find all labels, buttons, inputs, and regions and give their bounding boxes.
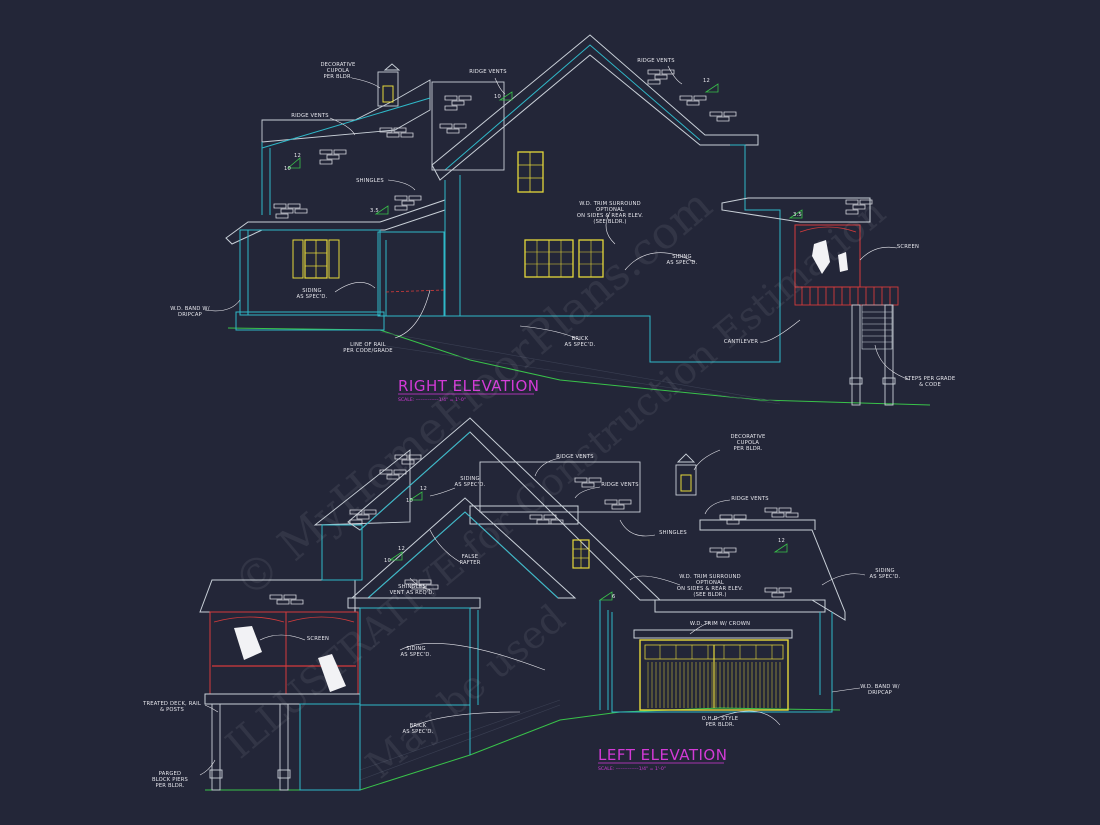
pitch-label: 10 [494,94,501,100]
left-screen-glare [234,626,262,660]
right-shuttered-window [292,239,340,279]
left-garage-roof [655,519,846,621]
left-foundation [359,705,471,790]
left-ridge-box [479,461,641,513]
left-garage-eave [654,599,826,613]
note-ridge-vents: RIDGE VENTS [601,482,638,488]
left-lower-wall [299,703,361,791]
pitch-label: 12 [703,78,710,84]
note-ridge-vents: RIDGE VENTS [291,113,328,119]
note-band-dripcap: W.D. BAND W/DRIPCAP [170,306,209,318]
left-mid-band [469,505,579,525]
note-ridge-vents: RIDGE VENTS [469,69,506,75]
pitch-label: 10 [384,558,391,564]
right-leaders [204,65,911,381]
right-brick-hatches [273,69,873,219]
note-shingles: SHINGLES [659,530,687,536]
left-elevation-title: LEFT ELEVATION [598,746,727,764]
right-left-porch-base [235,311,385,331]
pitch-label: 6 [612,594,616,600]
right-cupola [377,63,401,107]
left-pitch-markers [388,491,788,601]
note-ridge-vents: RIDGE VENTS [637,58,674,64]
left-garage-wall [611,612,833,713]
right-screen-porch-roof [721,197,871,223]
note-cantilever: CANTILEVER [724,339,759,345]
pitch-label: 12 [420,486,427,492]
right-main-roof-left [261,79,431,143]
right-main-gable-roof [431,34,759,181]
pitch-label: 3.5 [370,208,379,214]
right-elevation-scale: SCALE: ––––––––––1/4" = 1'-0" [398,397,466,403]
note-trim-crown: W.D. TRIM W/ CROWN [690,621,750,627]
right-steps [861,304,893,350]
note-steps: STEPS PER GRADE& CODE [905,376,956,388]
pitch-label: 10 [406,498,413,504]
right-main-roof-slope [261,97,431,215]
pitch-label: 12 [778,538,785,544]
pitch-label: 10 [284,166,291,172]
right-screen-glare [812,240,830,274]
left-cupola [675,453,697,496]
right-grade-hatch [379,331,781,405]
right-main-wall [444,144,781,363]
left-gable-window [572,539,590,569]
note-screen: SCREEN [307,636,329,642]
note-ridge-vents: RIDGE VENTS [556,454,593,460]
right-pitch-markers [286,83,803,219]
left-deck-posts [209,703,291,791]
left-brick-hatches [269,454,799,605]
left-elevation-scale: SCALE: ––––––––––1/4" = 1'-0" [598,766,666,772]
right-elevation-title: RIGHT ELEVATION [398,377,540,395]
note-deck-rail: TREATED DECK, RAIL& POSTS [142,701,201,713]
left-elevation-drawing: 12 10 12 10 12 6 [142,417,901,791]
left-leaders [199,449,866,776]
watermark: © MyHomeFloorPlans.com ILLUSTRATIVE for … [218,179,894,787]
note-band-dripcap: W.D. BAND W/DRIPCAP [860,684,899,696]
left-garage-crown [633,629,793,639]
right-lower-windows [524,239,604,278]
pitch-label: 12 [294,153,301,159]
note-ridge-vents: RIDGE VENTS [731,496,768,502]
right-porch-opening [377,231,445,317]
right-main-gable-inner [444,44,701,171]
right-posts [849,304,896,406]
watermark-text: ILLUSTRATIVE for Construction Estimation [218,190,894,767]
left-garage-door [639,639,789,711]
right-left-porch-roof [225,199,446,245]
right-deck-rail [794,286,899,306]
right-upper-window [517,151,544,193]
pitch-label: 3.5 [793,212,802,218]
right-roof-hipped-box [431,81,505,171]
left-upper-wing-wall [321,524,363,581]
left-main-gable-inner [359,431,471,531]
pitch-label: 12 [398,546,405,552]
note-shingles: SHINGLES [356,178,384,184]
note-screen: SCREEN [897,244,919,250]
right-left-porch [239,229,381,316]
